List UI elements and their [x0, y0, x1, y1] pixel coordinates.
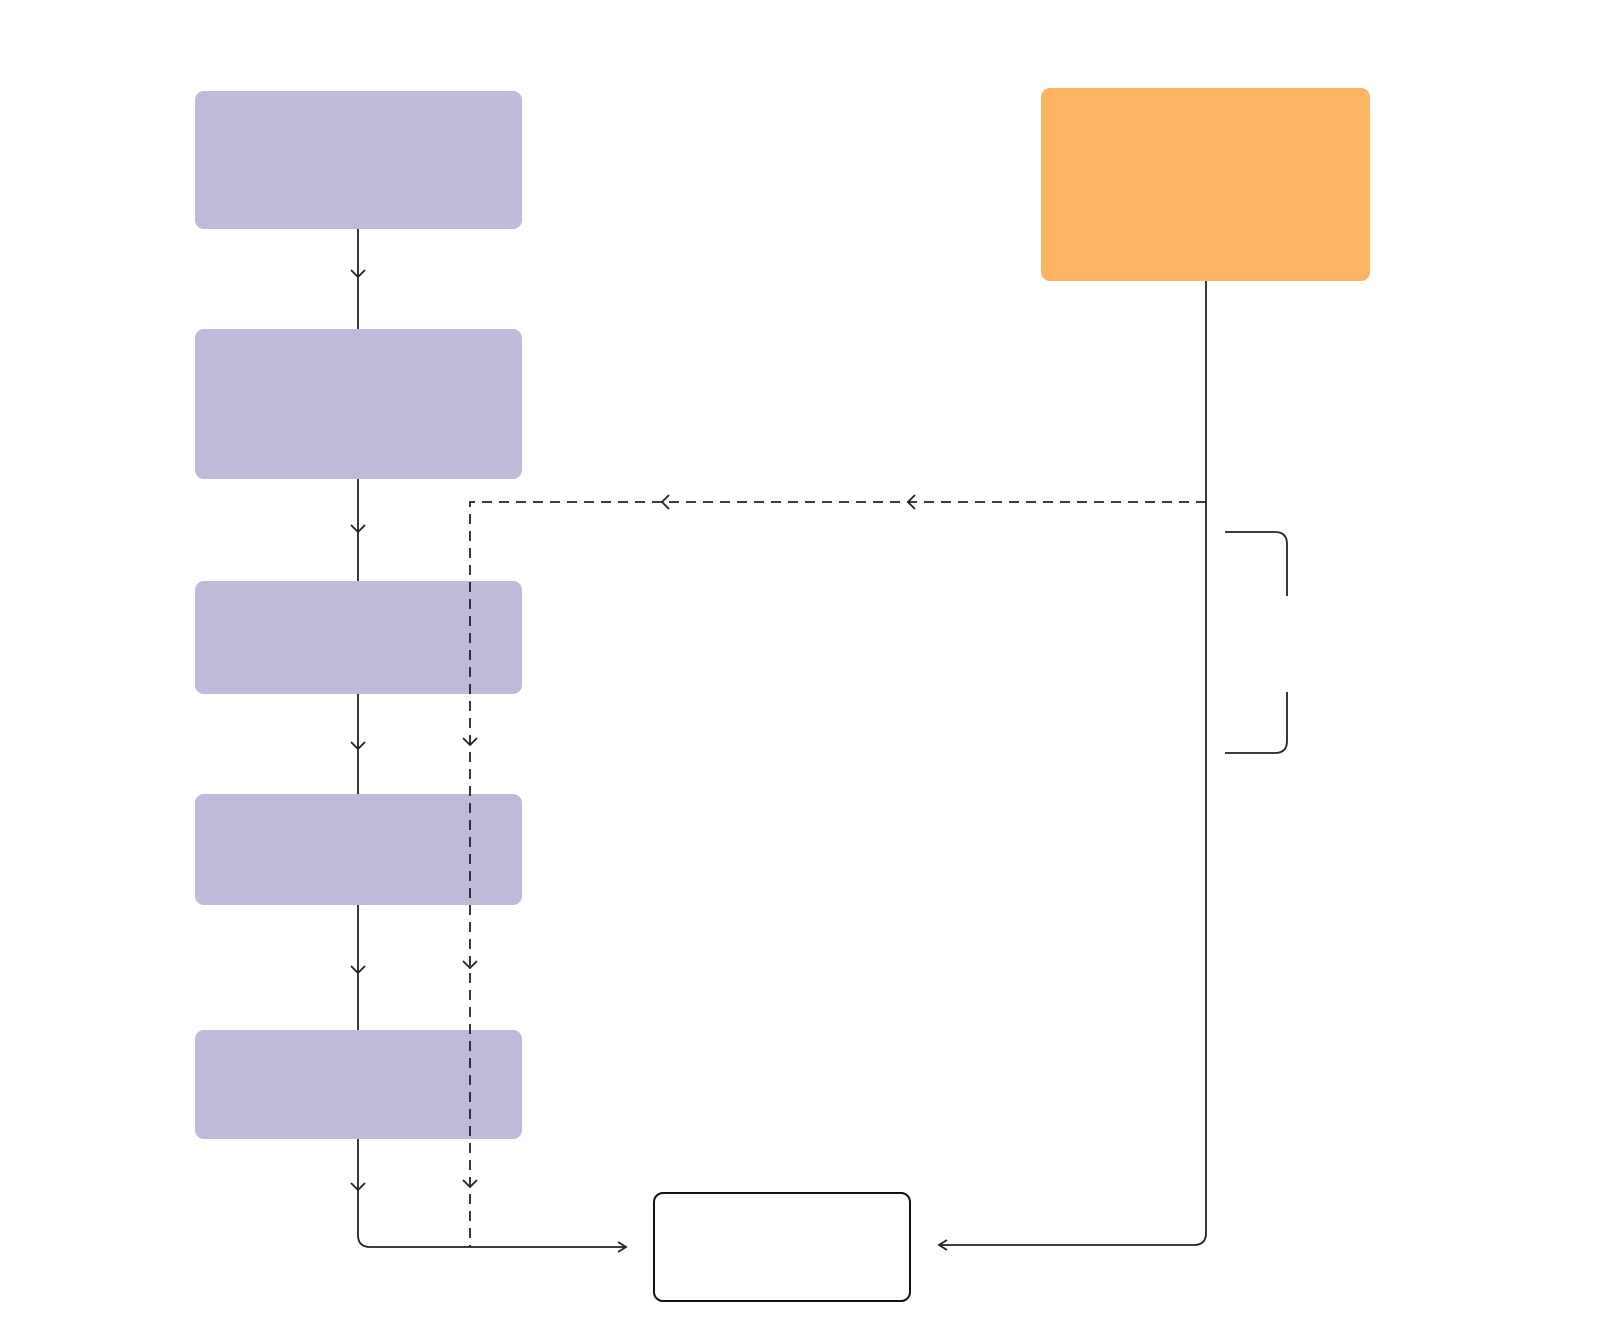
process-box-4[interactable] [195, 794, 522, 905]
connector-source-output [937, 281, 1207, 1251]
output-box[interactable] [653, 1192, 911, 1302]
bracket-top [1225, 531, 1288, 596]
arrowhead-down [350, 524, 366, 534]
process-box-1[interactable] [195, 91, 522, 229]
arrowhead-down [462, 737, 478, 747]
arrowhead-left [660, 494, 670, 510]
arrowhead-down [350, 1182, 366, 1192]
process-box-2[interactable] [195, 329, 522, 479]
arrowhead-down [350, 741, 366, 751]
dashed-feedback-line [469, 501, 1206, 1247]
connector-5-output [357, 1139, 628, 1253]
process-box-3[interactable] [195, 581, 522, 694]
bracket-bottom [1225, 692, 1288, 754]
arrowhead-down [462, 960, 478, 970]
arrowhead-down [462, 1179, 478, 1189]
arrowhead-left [906, 494, 916, 510]
arrowhead-down [350, 965, 366, 975]
source-box[interactable] [1041, 88, 1370, 281]
arrowhead-down [350, 269, 366, 279]
process-box-5[interactable] [195, 1030, 522, 1139]
